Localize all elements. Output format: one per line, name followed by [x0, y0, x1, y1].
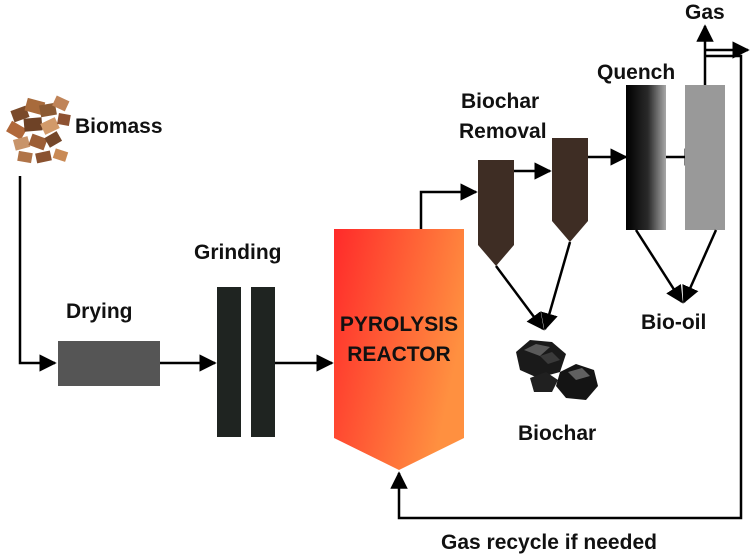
biomass-to-drying-arrow	[18, 176, 57, 372]
biochar-label: Biochar	[518, 422, 596, 445]
condenser-column	[685, 85, 725, 230]
reactor-label-line1: PYROLYSIS	[340, 313, 458, 336]
quench-label: Quench	[597, 61, 675, 84]
condenser-to-bio-oil-arrow	[682, 229, 718, 304]
cyclone-1	[478, 160, 514, 266]
biomass-label: Biomass	[75, 115, 163, 138]
grinder-roll-right	[251, 287, 275, 437]
gas-recycle-label: Gas recycle if needed	[441, 531, 657, 554]
dryer-unit	[58, 341, 160, 386]
cyclone2-to-biochar-arrow	[540, 241, 572, 331]
cyclone1-to-biochar-arrow	[494, 265, 545, 331]
grinding-label: Grinding	[194, 241, 282, 264]
biomass-icon	[6, 95, 71, 164]
gas-recycle-line	[390, 54, 743, 520]
pyrolysis-reactor	[334, 229, 464, 470]
biochar-icon	[516, 340, 598, 400]
biochar-removal-label-line1: Biochar	[461, 90, 539, 113]
reactor-to-cyclone-arrow	[419, 183, 478, 229]
quench-column	[626, 85, 666, 230]
biochar-removal-label-line2: Removal	[459, 120, 547, 143]
bio-oil-label: Bio-oil	[641, 311, 706, 334]
cyclone-2	[552, 138, 588, 242]
drying-label: Drying	[66, 300, 133, 323]
quench-to-bio-oil-arrow	[634, 229, 684, 304]
reactor-label-line2: REACTOR	[347, 343, 450, 366]
gas-label: Gas	[685, 1, 725, 24]
grinder-roll-left	[217, 287, 241, 437]
